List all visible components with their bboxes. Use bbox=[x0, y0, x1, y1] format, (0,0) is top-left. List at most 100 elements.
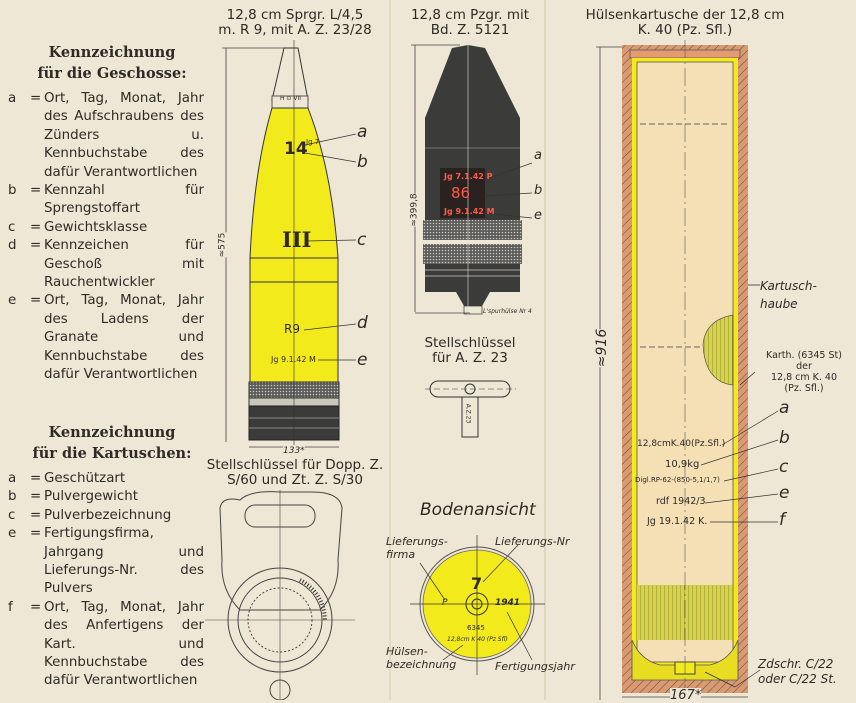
legend-item: a=Ort, Tag, Monat, Jahr des Aufschrauben… bbox=[8, 90, 204, 182]
loading-date-mark: Jg 9.1.42 M bbox=[444, 207, 495, 216]
legend-item: b=Kennzahl für Sprengstoffart bbox=[8, 182, 204, 219]
legend-item: c=Pulverbezeichnung bbox=[8, 507, 204, 525]
title-line: K. 40 (Pz. Sfl.) bbox=[637, 22, 733, 38]
legend-text: Ort, Tag, Monat, Jahr des Anfertigens de… bbox=[44, 599, 204, 689]
legend-text: Pulvergewicht bbox=[44, 489, 138, 505]
legend-text: Geschützart bbox=[44, 471, 126, 486]
powder-weight-mark: 10,9kg bbox=[665, 459, 700, 470]
legend-item: c=Gewichtsklasse bbox=[8, 219, 204, 237]
label-line: Kartusch- bbox=[760, 279, 817, 293]
shell-diameter: 133* bbox=[283, 446, 305, 456]
legend-item: e=Ort, Tag, Monat, Jahr des Ladens der G… bbox=[8, 292, 204, 384]
callout-f: f bbox=[779, 510, 785, 530]
cartridge-title: Hülsenkartusche der 12,8 cm K. 40 (Pz. S… bbox=[565, 8, 805, 38]
legend-key: c bbox=[8, 219, 16, 235]
number-mark: 6345 bbox=[467, 624, 485, 632]
legend-item: e=Fertigungsfirma, Jahrgang und Lieferun… bbox=[8, 525, 204, 599]
title-line: m. R 9, mit A. Z. 23/28 bbox=[218, 22, 372, 38]
year-mark: 1941 bbox=[495, 598, 521, 608]
label-line: (Pz. Sfl.) bbox=[784, 383, 824, 394]
title-line: Bd. Z. 5121 bbox=[430, 22, 510, 38]
fuze-marks: H ⊙ VII bbox=[280, 95, 301, 102]
az23-key-title: Stellschlüssel für A. Z. 23 bbox=[405, 336, 535, 366]
legend-key: f bbox=[8, 599, 13, 615]
callout-a: a bbox=[357, 122, 368, 142]
legend-key: b bbox=[8, 489, 17, 505]
label-line: der bbox=[796, 361, 812, 372]
title-line: für die Geschosse: bbox=[37, 65, 187, 82]
assembly-date-mark: Jg 19.1.42 K. bbox=[647, 516, 708, 527]
title-line: 12,8 cm Sprgr. L/4,5 bbox=[226, 7, 364, 23]
callout-b: b bbox=[534, 183, 543, 198]
key-engraving: A.Z.23 bbox=[464, 403, 472, 424]
loading-date-mark: Jg 9.1.42 M bbox=[271, 355, 316, 364]
ap-shell-title: 12,8 cm Pzgr. mit Bd. Z. 5121 bbox=[395, 8, 545, 38]
callout-a: a bbox=[534, 148, 542, 163]
title-line: Stellschlüssel bbox=[424, 335, 516, 351]
shell-marking-title: Kennzeichnung für die Geschosse: bbox=[22, 42, 202, 84]
firm-label: Lieferungs- firma bbox=[386, 535, 448, 561]
legend-item: f=Ort, Tag, Monat, Jahr des Anfertigens … bbox=[8, 599, 204, 691]
legend-key: e bbox=[8, 293, 17, 309]
base-view-title: Bodenansicht bbox=[420, 500, 536, 520]
callout-e: e bbox=[779, 483, 790, 503]
cartridge-diameter: 167* bbox=[670, 688, 702, 703]
legend-key: b bbox=[8, 183, 17, 199]
label-line: Karth. (6345 St) bbox=[766, 350, 842, 361]
callout-a: a bbox=[779, 398, 790, 418]
lot-label: Lieferungs-Nr bbox=[495, 535, 570, 548]
cartridge-marking-title: Kennzeichnung für die Kartuschen: bbox=[22, 422, 202, 464]
az23-key-drawing bbox=[425, 380, 516, 438]
shell-legend: a=Ort, Tag, Monat, Jahr des Aufschrauben… bbox=[8, 90, 204, 385]
title-line: Kennzeichnung bbox=[48, 424, 176, 441]
weight-class: III bbox=[282, 227, 312, 252]
title-line: Kennzeichnung bbox=[48, 44, 176, 61]
title-line: 12,8 cm Pzgr. mit bbox=[410, 7, 530, 23]
legend-key: a bbox=[8, 471, 17, 486]
title-line: für A. Z. 23 bbox=[432, 350, 508, 366]
powder-type-mark: Digl.RP-62-(850-5,1/1,7) bbox=[635, 476, 720, 484]
legend-text: Kennzeichen für Geschoß mit Rauchentwick… bbox=[44, 238, 204, 291]
explosive-code: 14 bbox=[284, 139, 308, 159]
callout-c: c bbox=[779, 457, 789, 477]
title-line: S/60 und Zt. Z. S/30 bbox=[227, 472, 363, 488]
legend-text: Ort, Tag, Monat, Jahr des Aufschraubens … bbox=[44, 91, 204, 180]
legend-text: Kennzahl für Sprengstoffart bbox=[44, 183, 204, 217]
callout-d: d bbox=[357, 313, 368, 333]
callout-e: e bbox=[357, 350, 368, 370]
year-label: Fertigungsjahr bbox=[495, 660, 575, 673]
primer-label: Zdschr. C/22 oder C/22 St. bbox=[758, 657, 837, 687]
callout-e: e bbox=[534, 208, 542, 223]
title-line: Hülsenkartusche der 12,8 cm bbox=[585, 7, 785, 23]
ap-shell-drawing bbox=[411, 35, 533, 320]
label-line: 12,8 cm K. 40 bbox=[770, 372, 838, 383]
firm-mark: P bbox=[442, 598, 448, 608]
case-label: Hülsen- bezeichnung bbox=[386, 645, 457, 671]
cartridge-legend: a=Geschützart b=Pulvergewicht c=Pulverbe… bbox=[8, 470, 204, 691]
legend-key: c bbox=[8, 507, 16, 523]
legend-text: Ort, Tag, Monat, Jahr des Ladens der Gra… bbox=[44, 293, 204, 383]
cartridge-drawing bbox=[596, 40, 779, 700]
shell-length: ≈399,8 bbox=[409, 193, 420, 227]
explosive-code: 86 bbox=[451, 184, 471, 202]
title-line: Stellschlüssel für Dopp. Z. bbox=[206, 457, 384, 473]
fuze-date-mark: Jg 7.1.42 P bbox=[444, 172, 493, 181]
gun-type-mark: 12,8cmK.40(Pz.Sfl.) bbox=[637, 439, 726, 449]
dopp-key-title: Stellschlüssel für Dopp. Z. S/60 und Zt.… bbox=[200, 458, 390, 488]
legend-item: d=Kennzeichen für Geschoß mit Rauchentwi… bbox=[8, 237, 204, 292]
tracer-label: L'spurhülse Nr 4 bbox=[483, 308, 532, 315]
title-line: für die Kartuschen: bbox=[32, 445, 192, 462]
smoke-mark: R9 bbox=[284, 322, 300, 336]
callout-c: c bbox=[357, 230, 367, 250]
base-view-drawing bbox=[410, 535, 545, 675]
callout-b: b bbox=[779, 428, 790, 448]
legend-key: d bbox=[8, 238, 17, 254]
lot-mark: 7 bbox=[471, 574, 483, 593]
legend-text: Fertigungsfirma, Jahrgang und Lieferungs… bbox=[44, 526, 204, 597]
powder-lot-mark: rdf 1942/3 bbox=[656, 496, 706, 507]
cartridge-length: ≈916 bbox=[594, 328, 611, 368]
label-line: oder C/22 St. bbox=[758, 672, 837, 686]
cartridge-marking-section: Kennzeichnung für die Kartuschen: a=Gesc… bbox=[8, 422, 204, 691]
legend-item: a=Geschützart bbox=[8, 470, 204, 488]
